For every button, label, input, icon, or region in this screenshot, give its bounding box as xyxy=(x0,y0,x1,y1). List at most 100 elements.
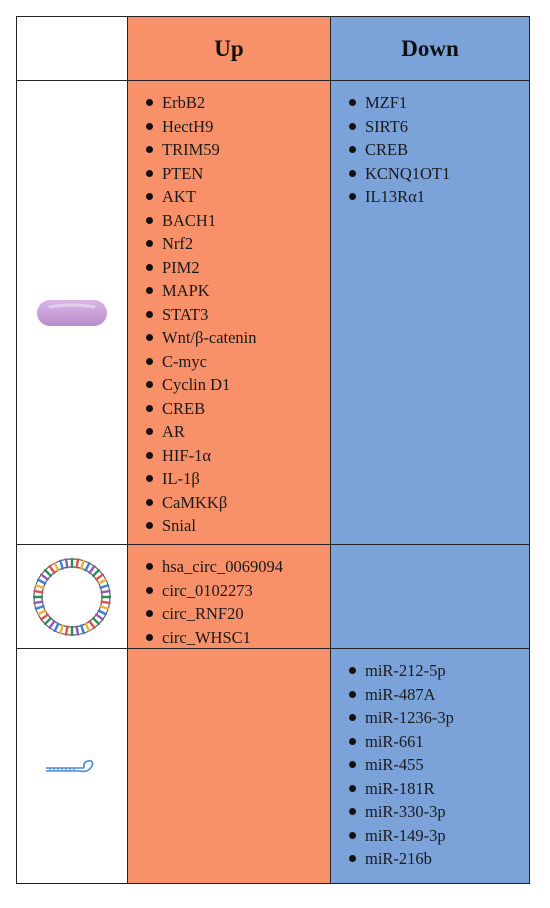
list-item: miR-455 xyxy=(349,753,523,777)
bullet-icon xyxy=(349,122,356,130)
list-item: miR-216b xyxy=(349,847,523,871)
header-empty-cell xyxy=(17,17,128,81)
list-item-label: C-myc xyxy=(162,351,207,371)
bullet-icon xyxy=(146,586,153,594)
list-item-label: Snial xyxy=(162,516,196,535)
list-item: miR-149-3p xyxy=(349,824,523,848)
list-item-label: miR-455 xyxy=(365,755,424,774)
list-item: AKT xyxy=(146,185,324,209)
bullet-icon xyxy=(146,498,153,506)
list-item-label: MAPK xyxy=(162,281,210,300)
bullet-icon xyxy=(349,808,356,816)
list-item: CaMKKβ xyxy=(146,491,324,515)
row-mirna-up-cell xyxy=(128,649,331,883)
list-item: STAT3 xyxy=(146,303,324,327)
list-item-label: STAT3 xyxy=(162,304,209,324)
list-item: CREB xyxy=(349,138,523,162)
list-item-label: Nrf2 xyxy=(162,234,194,253)
bullet-icon xyxy=(349,714,356,722)
list-item: KCNQ1OT1 xyxy=(349,162,523,186)
bullet-icon xyxy=(146,633,153,641)
bullet-icon xyxy=(146,404,153,412)
bullet-icon xyxy=(146,193,153,201)
list-item: IL13Rα1 xyxy=(349,185,523,209)
list-item: TRIM59 xyxy=(146,138,324,162)
bullet-icon xyxy=(349,737,356,745)
list-item-label: miR-1236-3p xyxy=(365,708,454,727)
list-item-label: CaMKKβ xyxy=(162,492,228,512)
list-item-label: circ_RNF20 xyxy=(162,604,244,623)
list-item: C-myc xyxy=(146,350,324,374)
list-item-label: miR-487A xyxy=(365,684,436,704)
list-item: Wnt/β-catenin xyxy=(146,326,324,350)
list-item: MAPK xyxy=(146,279,324,303)
list-item: IL-1β xyxy=(146,467,324,491)
list-item: PIM2 xyxy=(146,256,324,280)
list-item: Nrf2 xyxy=(146,232,324,256)
list-item: circ_0102273 xyxy=(146,579,324,603)
list-item: CREB xyxy=(146,397,324,421)
bullet-icon xyxy=(146,240,153,248)
bullet-icon xyxy=(349,146,356,154)
bullet-icon xyxy=(146,563,153,571)
list-item: SIRT6 xyxy=(349,115,523,139)
list-item: miR-212-5p xyxy=(349,659,523,683)
bullet-icon xyxy=(349,761,356,769)
list-item: HectH9 xyxy=(146,115,324,139)
list-item-label: PIM2 xyxy=(162,257,200,277)
bullet-icon xyxy=(146,357,153,365)
bullet-icon xyxy=(146,216,153,224)
list-item: miR-181R xyxy=(349,777,523,801)
bullet-icon xyxy=(349,667,356,675)
list-item: HIF-1α xyxy=(146,444,324,468)
list-item: circ_RNF20 xyxy=(146,602,324,626)
list-item-label: circ_WHSC1 xyxy=(162,627,251,647)
list-item: ErbB2 xyxy=(146,91,324,115)
bullet-icon xyxy=(146,522,153,530)
bullet-icon xyxy=(349,193,356,201)
list-item: BACH1 xyxy=(146,209,324,233)
list-item-label: TRIM59 xyxy=(162,140,220,159)
list-item-label: IL13Rα1 xyxy=(365,187,425,206)
bullet-icon xyxy=(349,855,356,863)
list-item-label: miR-181R xyxy=(365,778,435,798)
list-item-label: Wnt/β-catenin xyxy=(162,328,257,347)
list-item: circ_WHSC1 xyxy=(146,626,324,649)
list-item-label: miR-330-3p xyxy=(365,802,446,821)
list-item-label: AR xyxy=(162,422,185,441)
row-icon-cell-mrna xyxy=(17,81,128,545)
list-item: AR xyxy=(146,420,324,444)
list-item-label: Cyclin D1 xyxy=(162,375,231,394)
row-circrna-down-cell xyxy=(331,545,529,649)
row-icon-cell-circrna xyxy=(17,545,128,649)
list-item-label: AKT xyxy=(162,187,196,206)
list-item-label: miR-661 xyxy=(365,731,424,751)
bullet-icon xyxy=(349,831,356,839)
list-item: Cyclin D1 xyxy=(146,373,324,397)
bullet-icon xyxy=(146,263,153,271)
bullet-icon xyxy=(146,146,153,154)
circular-rna-icon xyxy=(32,557,112,636)
bullet-icon xyxy=(146,381,153,389)
header-down: Down xyxy=(331,17,529,81)
bullet-icon xyxy=(146,122,153,130)
bullet-icon xyxy=(349,169,356,177)
list-item-label: HectH9 xyxy=(162,116,214,136)
list-item-label: miR-216b xyxy=(365,849,432,868)
bullet-icon xyxy=(146,475,153,483)
bullet-icon xyxy=(349,690,356,698)
list-item-label: circ_0102273 xyxy=(162,580,253,600)
list-item-label: PTEN xyxy=(162,163,204,183)
list-item-label: SIRT6 xyxy=(365,116,409,136)
list-item-label: KCNQ1OT1 xyxy=(365,163,451,183)
bullet-icon xyxy=(349,784,356,792)
list-item-label: hsa_circ_0069094 xyxy=(162,557,283,576)
bullet-icon xyxy=(146,99,153,107)
list-item: MZF1 xyxy=(349,91,523,115)
